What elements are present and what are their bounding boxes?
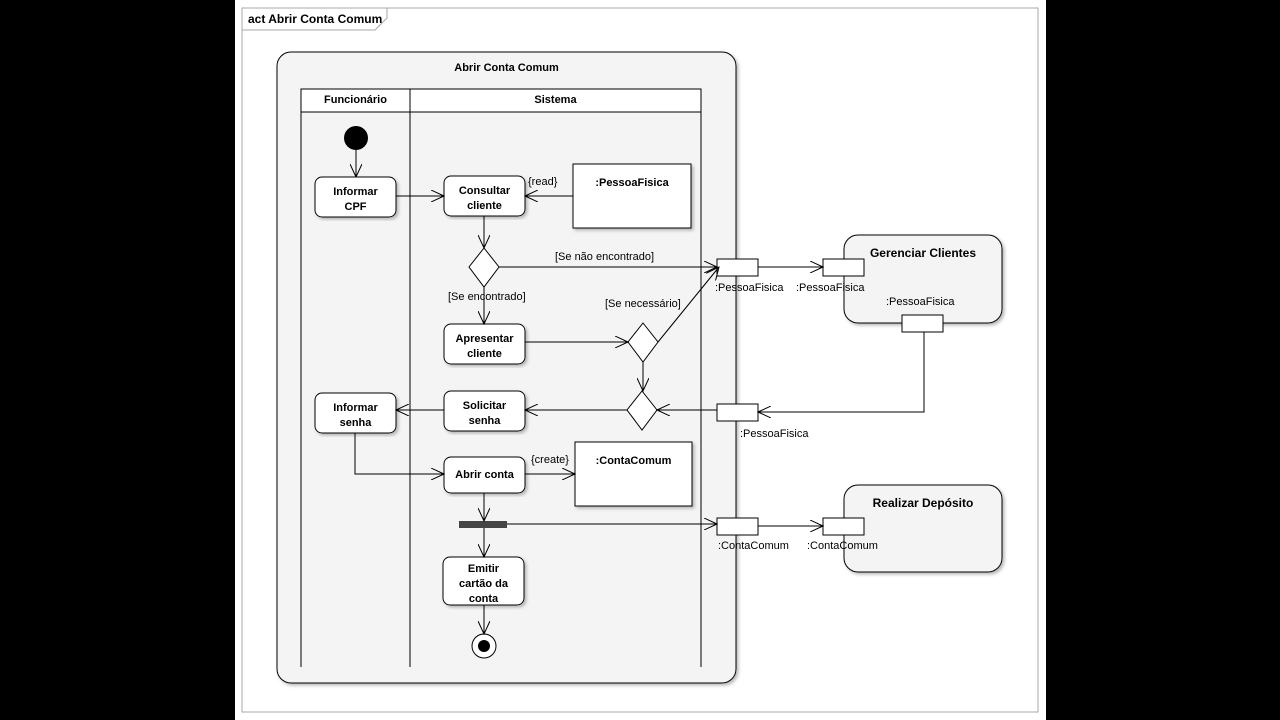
guard-necessario: [Se necessário] (605, 298, 681, 310)
pin-gc-out (901, 314, 944, 333)
diagram-canvas: act Abrir Conta Comum Abrir Conta Comum … (235, 0, 1046, 720)
flow-necessario (657, 267, 719, 343)
pin-label-gc-out: :PessoaFisica (886, 296, 955, 308)
label-abrir-conta: Abrir conta (455, 469, 514, 481)
object-conta-comum (574, 441, 693, 507)
lane-funcionario: Funcionário (324, 94, 387, 106)
pin-label-gc-in: :PessoaFisica (796, 282, 865, 294)
pin-in-pessoa-fisica (716, 403, 759, 422)
initial-node (344, 126, 368, 150)
object-pessoa-fisica (572, 163, 692, 229)
pin-label-in-pf: :PessoaFisica (740, 428, 809, 440)
action-informar-cpf (314, 176, 397, 218)
flow-from-gerenciar (758, 332, 925, 412)
pin-gc-in (822, 258, 865, 277)
label-emitir-cartao: Emitir cartão da conta (459, 563, 508, 605)
label-informar-senha: Informar senha (333, 402, 378, 429)
guard-encontrado: [Se encontrado] (448, 291, 526, 303)
pin-out-pessoa-fisica (716, 258, 759, 277)
merge-node (626, 390, 658, 431)
pin-rd-in (822, 517, 865, 536)
frame-tab (242, 8, 388, 31)
gerenciar-clientes-title: Gerenciar Clientes (869, 246, 977, 260)
activity-title: Abrir Conta Comum (454, 62, 559, 74)
realizar-deposito-title: Realizar Depósito (872, 496, 974, 510)
lane-sistema: Sistema (534, 94, 577, 106)
diagram-graphics (241, 7, 1039, 713)
label-object-conta-comum: :ContaComum (595, 455, 672, 467)
pin-label-out-cc: :ContaComum (718, 540, 789, 552)
pin-out-conta-comum (716, 517, 759, 536)
label-read: {read} (528, 176, 558, 188)
pin-label-rd-in: :ContaComum (807, 540, 878, 552)
label-consultar-cliente: Consultar cliente (458, 185, 511, 212)
label-object-pessoa-fisica: :PessoaFisica (595, 177, 669, 189)
frame-title: act Abrir Conta Comum (248, 12, 383, 26)
final-node-dot (478, 640, 490, 652)
label-solicitar-senha: Solicitar senha (462, 400, 507, 427)
label-informar-cpf: Informar CPF (333, 186, 378, 213)
guard-nao-encontrado: [Se não encontrado] (555, 251, 655, 263)
flow-senha-abrir (354, 433, 444, 474)
fork-bar (459, 521, 507, 528)
label-create: {create} (531, 454, 569, 466)
label-apresentar-cliente: Apresentar cliente (455, 333, 514, 360)
pin-label-out-pf: :PessoaFisica (715, 282, 784, 294)
